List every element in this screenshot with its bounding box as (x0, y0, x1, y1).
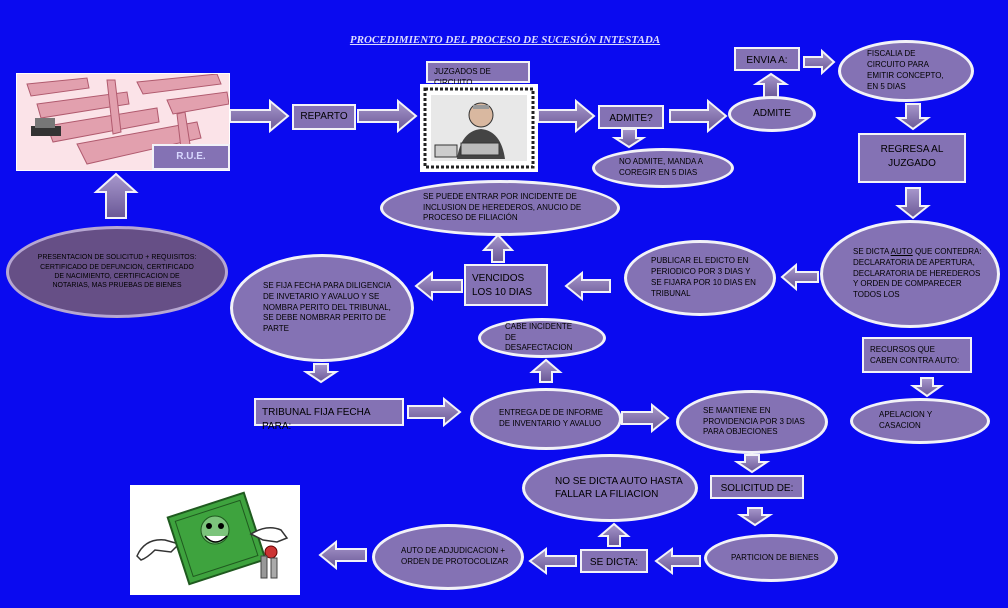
solicitud-node: SOLICITUD DE: (710, 475, 804, 499)
arrow-juzgado-admite (537, 98, 596, 134)
auto-keyword: AUTO (890, 247, 913, 256)
admite-text: ADMITE (753, 108, 791, 120)
particion-node: PARTICION DE BIENES (704, 534, 838, 582)
publicar-node: PUBLICAR EL EDICTO EN PERIODICO POR 3 DI… (624, 240, 776, 316)
no-dicta-text: NO SE DICTA AUTO HASTA FALLAR LA FILIACI… (555, 475, 683, 501)
money-image (130, 485, 300, 595)
recursos-node: RECURSOS QUE CABEN CONTRA AUTO: (862, 337, 972, 373)
incidente-inclusion-node: SE PUEDE ENTRAR POR INCIDENTE DE INCLUSI… (380, 180, 620, 236)
desafectacion-text: CABE INCIDENTE DE DESAFECTACION (505, 321, 573, 353)
particion-text: PARTICION DE BIENES (731, 552, 819, 562)
arrow-solicitud-particion (736, 507, 774, 527)
page-title: PROCEDIMIENTO DEL PROCESO DE SUCESIÓN IN… (349, 34, 661, 46)
apelacion-text: APELACION Y CASACION (879, 410, 933, 430)
auto-text: SE DICTA AUTO QUE CONTEDRA: DECLARATORIA… (853, 247, 987, 301)
fija-fecha-text: SE FIJA FECHA PARA DILIGENCIA DE INVETAR… (263, 281, 391, 334)
arrow-auto-publicar (780, 262, 819, 292)
adjudicacion-node: AUTO DE ADJUDICACION + ORDEN DE PROTOCOL… (372, 524, 524, 590)
no-dicta-node: NO SE DICTA AUTO HASTA FALLAR LA FILIACI… (522, 454, 698, 522)
arrow-entrega-providencia (621, 402, 670, 434)
arrow-presentacion-rue (93, 172, 139, 219)
adjudicacion-text: AUTO DE ADJUDICACION + ORDEN DE PROTOCOL… (401, 546, 509, 566)
arrow-fija-tribunal (302, 363, 340, 384)
arrow-rue-reparto (229, 98, 290, 134)
admite-node: ADMITE (728, 96, 816, 132)
vencidos-node: VENCIDOS LOS 10 DIAS (464, 264, 548, 306)
auto-node: SE DICTA AUTO QUE CONTEDRA: DECLARATORIA… (820, 220, 1000, 328)
entrega-text: ENTREGA DE DE INFORME DE INVENTARIO Y AV… (499, 408, 604, 428)
envia-node: ENVIA A: (734, 47, 800, 71)
publicar-text: PUBLICAR EL EDICTO EN PERIODICO POR 3 DI… (651, 256, 756, 298)
arrow-vencidos-incidente (481, 233, 515, 263)
rue-label: R.U.E. (152, 144, 230, 170)
arrow-sedicta-nodicta (597, 522, 631, 547)
presentacion-text: PRESENTACION DE SOLICITUD + REQUISITOS: … (37, 254, 197, 290)
auto-text-1: SE DICTA (853, 247, 891, 256)
arrow-sedicta-adjudicacion (528, 547, 577, 575)
arrow-tribunal-entrega (407, 396, 462, 428)
arrow-admiteq-noadmite (611, 128, 647, 149)
arrow-admite-envia (752, 72, 790, 99)
regresa-node: REGRESA AL JUZGADO (858, 133, 966, 183)
incidente-inclusion-text: SE PUEDE ENTRAR POR INCIDENTE DE INCLUSI… (423, 191, 582, 223)
arrow-providencia-solicitud (733, 454, 771, 474)
arrow-entrega-desafectacion (529, 358, 563, 383)
arrow-fiscalia-regresa (894, 103, 932, 131)
reparto-node: REPARTO (292, 104, 356, 130)
tribunal-fija-node: TRIBUNAL FIJA FECHA PARA: (254, 398, 404, 432)
arrow-vencidos-fija (414, 270, 463, 302)
judge-image (420, 84, 538, 172)
arrow-recursos-apelacion (909, 377, 945, 398)
juzgados-node: JUZGADOS DE CIRCUITO (426, 61, 530, 87)
presentacion-node: PRESENTACION DE SOLICITUD + REQUISITOS: … (6, 226, 228, 318)
auto-text-3: QUE CONTEDRA: DECLARATORIA DE APERTURA, … (853, 247, 982, 300)
money-icon (131, 486, 299, 594)
no-admite-node: NO ADMITE, MANDA A COREGIR EN 5 DIAS (592, 148, 734, 188)
providencia-text: SE MANTIENE EN PROVIDENCIA POR 3 DIAS PA… (703, 405, 805, 437)
arrow-regresa-auto (895, 187, 931, 220)
apelacion-node: APELACION Y CASACION (850, 398, 990, 444)
admite-question-node: ADMITE? (598, 105, 664, 129)
fiscalia-node: FISCALIA DE CIRCUITO PARA EMITIR CONCEPT… (838, 40, 974, 102)
arrow-reparto-juzgado (357, 98, 418, 134)
se-dicta-node: SE DICTA: (580, 549, 648, 573)
fija-fecha-node: SE FIJA FECHA PARA DILIGENCIA DE INVETAR… (230, 254, 414, 362)
entrega-node: ENTREGA DE DE INFORME DE INVENTARIO Y AV… (470, 388, 622, 450)
desafectacion-node: CABE INCIDENTE DE DESAFECTACION (478, 318, 606, 358)
arrow-admiteq-admite (669, 98, 728, 134)
fiscalia-text: FISCALIA DE CIRCUITO PARA EMITIR CONCEPT… (867, 49, 944, 91)
judge-icon (423, 87, 535, 169)
arrow-adjudicacion-money (318, 539, 367, 571)
no-admite-text: NO ADMITE, MANDA A COREGIR EN 5 DIAS (619, 157, 703, 177)
arrow-envia-fiscalia (803, 48, 836, 76)
providencia-node: SE MANTIENE EN PROVIDENCIA POR 3 DIAS PA… (676, 390, 828, 454)
arrow-publicar-vencidos (564, 270, 611, 302)
arrow-particion-sedicta (654, 547, 701, 575)
